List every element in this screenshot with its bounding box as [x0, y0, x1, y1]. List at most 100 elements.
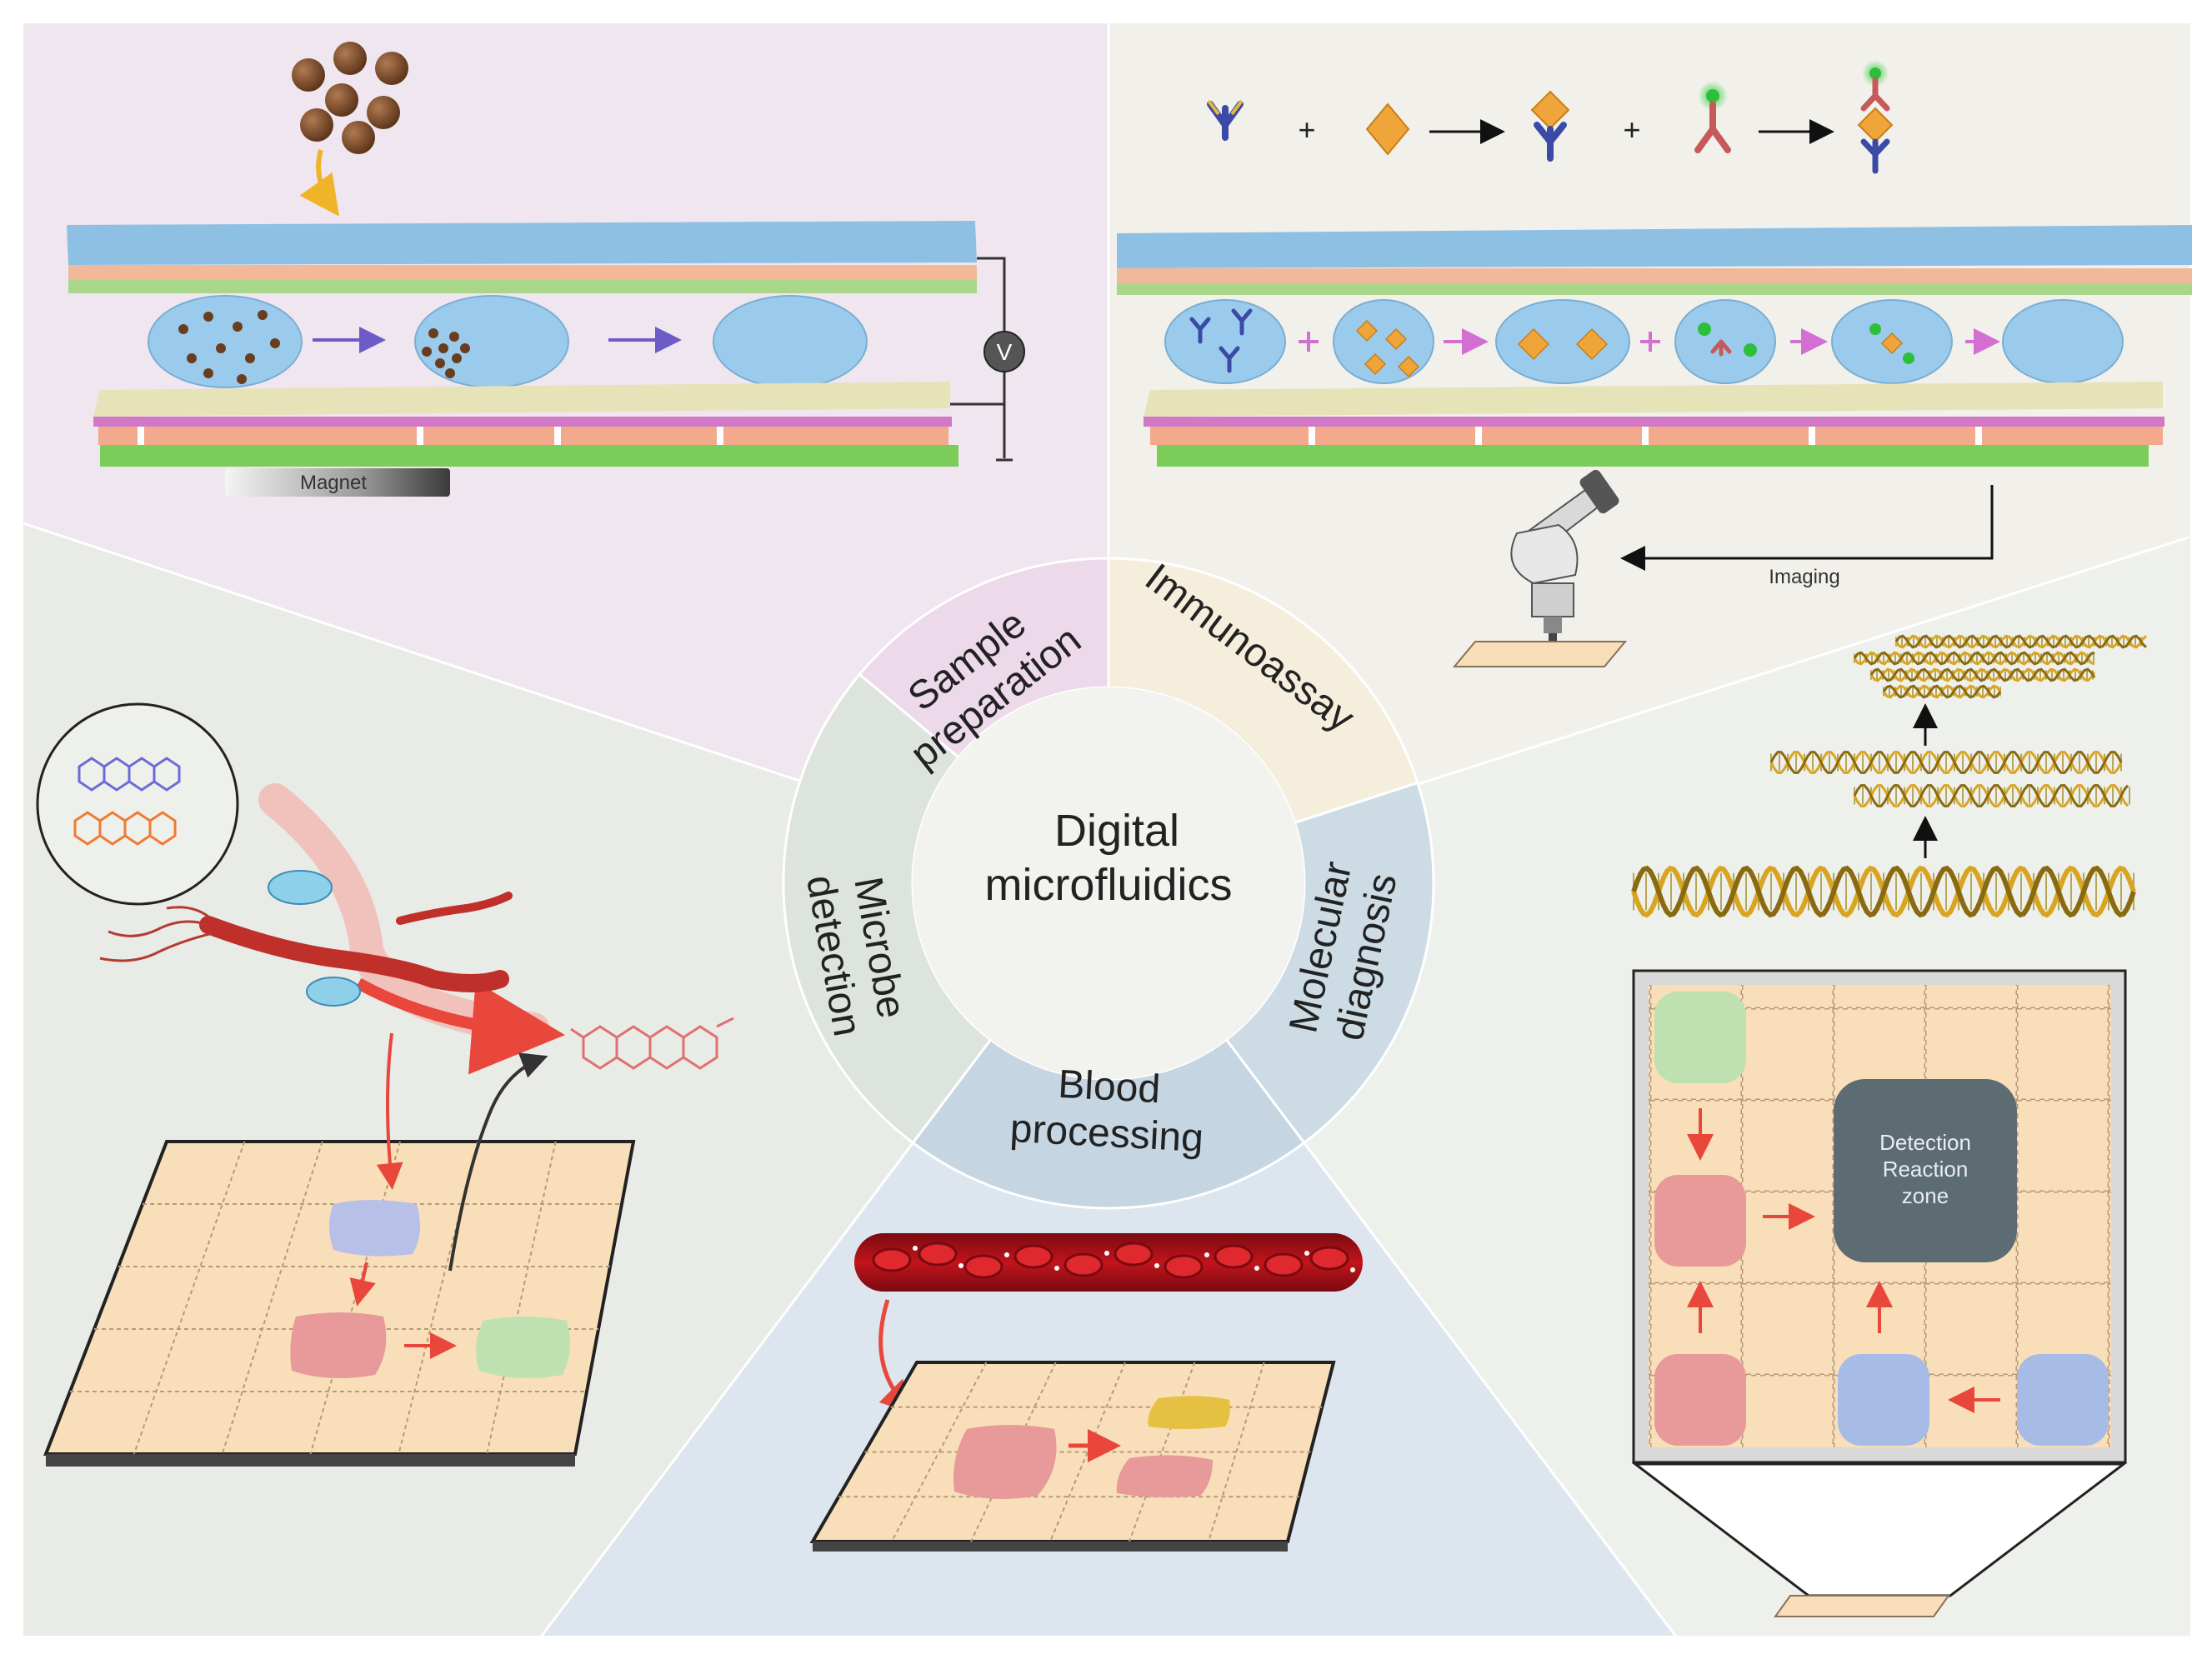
platelet-dot — [1254, 1266, 1259, 1271]
sandwich-complex-icon — [1857, 60, 1894, 174]
voltage-wire-top — [977, 257, 1006, 333]
immuno-top-plate-orange — [1117, 268, 2192, 283]
detection-reaction-zone — [1834, 1079, 2017, 1262]
purple-molecule — [78, 757, 181, 792]
blue-microbe-2 — [306, 977, 361, 1007]
electrode-insulator — [93, 417, 952, 427]
electrode-gaps — [138, 427, 723, 445]
red-droplet-middle — [1654, 1175, 1746, 1267]
red-droplet-bottom — [1654, 1354, 1746, 1446]
immuno-electrode-row — [1150, 427, 2163, 445]
svg-text:processing: processing — [1009, 1107, 1205, 1161]
immunoassay-illustration: + + — [1117, 60, 2192, 667]
voltage-source-label: V — [997, 339, 1013, 365]
ring-label-blood-processing: Blood processing — [1009, 1062, 1205, 1161]
immuno-bottom-substrate — [1157, 445, 2149, 467]
platelet-dot — [958, 1263, 963, 1268]
microbe-mixed-droplet — [290, 1312, 387, 1378]
orange-molecule — [73, 811, 177, 846]
voltage-source-icon — [983, 331, 1025, 372]
platelet-dot — [1104, 1251, 1109, 1256]
dna-amplicon-1 — [1769, 751, 2123, 774]
droplet-beads-aggregated — [414, 295, 569, 388]
center-ring — [782, 557, 1435, 1210]
blue-microbe-1 — [268, 870, 333, 905]
blood-chip-edge — [813, 1542, 1288, 1552]
platelet-dot — [1304, 1251, 1309, 1256]
platelet-dot — [1004, 1252, 1009, 1257]
imaging-path-arrow — [1620, 485, 1994, 571]
top-plate-orange-layer — [68, 265, 977, 280]
transfer-band — [258, 783, 550, 1046]
bead-loading-arrow — [299, 149, 339, 217]
labeled-detection-antibody-icon — [1694, 81, 1731, 153]
microbe-result-droplet — [476, 1317, 570, 1378]
center-title-line1: Digital — [1054, 806, 1179, 856]
dna-double-helix-template — [1631, 865, 2136, 918]
immuno-droplet-sequence — [1164, 299, 2124, 384]
zoom-source-chip — [1774, 1595, 1950, 1617]
platelet-dot — [1350, 1267, 1355, 1272]
blood-droplet-large — [953, 1425, 1057, 1499]
reaction-plus-2: + — [1623, 112, 1640, 147]
imaging-label: Imaging — [1769, 566, 1839, 588]
red-blood-cell — [1063, 1252, 1103, 1277]
reaction-plus-1: + — [1298, 112, 1315, 147]
electrode-row — [98, 427, 948, 445]
immuno-top-plate-green — [1117, 283, 2192, 295]
red-blood-cell — [1264, 1252, 1304, 1277]
platelet-dot — [1154, 1263, 1159, 1268]
red-blood-cell — [1013, 1244, 1053, 1269]
blue-droplet-left — [1838, 1354, 1929, 1446]
red-blood-cell — [963, 1254, 1003, 1279]
blue-droplet-right — [2017, 1354, 2109, 1446]
cell-droplet — [1116, 1455, 1213, 1497]
platelet-dot — [1054, 1266, 1059, 1271]
zone-label-line3: zone — [1902, 1183, 1949, 1208]
molecular-diagnosis-illustration: Detection Reaction zone — [1631, 634, 2148, 1617]
zone-label-line1: Detection — [1879, 1130, 1971, 1155]
immuno-top-plate-blue — [1117, 225, 2192, 268]
magnet-label: Magnet — [300, 472, 367, 494]
blood-processing-illustration — [809, 1233, 1363, 1552]
dna-amplification-strands — [1631, 634, 2148, 918]
dna-amplicon-3 — [1894, 634, 2148, 649]
target-molecule-structure — [570, 1017, 734, 1070]
chemical-structure-inset — [36, 702, 239, 906]
zoom-projection — [1631, 1462, 2128, 1597]
lavender-droplet — [329, 1200, 420, 1257]
top-plate-green-layer — [68, 280, 977, 293]
platelet-dot — [913, 1246, 918, 1251]
microscope-icon — [1510, 469, 1619, 646]
aggregated-beads — [422, 328, 470, 378]
immuno-dielectric-layer — [1144, 382, 2163, 417]
top-plate-blue-layer — [67, 221, 977, 265]
microbe-chip-edge — [46, 1454, 575, 1467]
dispersed-beads — [178, 310, 280, 384]
product-extraction-arrow — [448, 1052, 548, 1272]
dielectric-layer — [93, 382, 950, 417]
platelet-dot — [1204, 1252, 1209, 1257]
ring-segment-immunoassay — [1107, 557, 1419, 825]
svg-text:Blood: Blood — [1057, 1062, 1161, 1112]
sample-loading-arrow — [376, 1032, 403, 1190]
center-title-line2: microfluidics — [984, 860, 1232, 910]
red-blood-cell — [1309, 1246, 1349, 1271]
mixing-arrow — [349, 1262, 376, 1307]
bacterium-flagella — [99, 906, 213, 962]
droplet-routing-arrows — [1687, 1108, 2000, 1413]
immuno-step-markers — [1299, 328, 2000, 355]
microbe-to-molecule-arrow — [355, 977, 565, 1075]
dna-amplicon-4 — [1853, 651, 2095, 666]
red-blood-cells — [872, 1242, 1355, 1279]
magnet-bar — [225, 468, 450, 497]
dna-amplicon-2 — [1853, 784, 2130, 807]
antigen-icon — [1365, 102, 1410, 156]
immuno-electrode-gaps — [1309, 427, 1982, 445]
clean-droplet — [713, 295, 868, 388]
red-blood-cell — [1114, 1242, 1154, 1267]
red-blood-cell — [872, 1247, 912, 1272]
small-bacterium — [396, 892, 513, 925]
immuno-electrode-insulator — [1144, 417, 2164, 427]
